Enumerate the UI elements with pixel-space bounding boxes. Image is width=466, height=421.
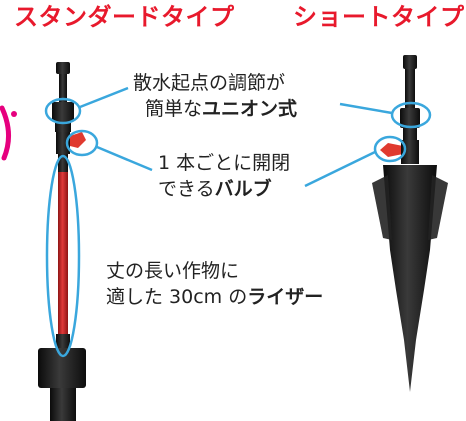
union-callout: 散水起点の調節が 簡単なユニオン式 [133, 70, 297, 122]
base-tee [38, 348, 86, 388]
riser-callout-line2: 適した 30cm の [106, 286, 248, 308]
valve-body [56, 132, 70, 154]
leader-valve-right [304, 150, 376, 188]
standard-sprinkler [38, 62, 86, 421]
ground-stake [383, 165, 437, 392]
leader-union-right [339, 102, 393, 115]
union-callout-line1: 散水起点の調節が [133, 72, 286, 94]
sprinkler-stem [59, 74, 67, 104]
valve-callout-emphasis: バルブ [214, 178, 272, 200]
valve-callout: 1 本ごとに開閉 できるバルブ [158, 150, 290, 202]
standard-type-heading: スタンダードタイプ [14, 3, 235, 31]
pink-arc-icon [0, 105, 17, 161]
riser-callout-line1: 丈の長い作物に [106, 260, 240, 282]
union-highlight-left [44, 97, 82, 125]
riser-tube [58, 172, 68, 334]
union-callout-emphasis: ユニオン式 [202, 98, 298, 120]
union-joint [52, 102, 74, 122]
short-type-heading: ショートタイプ [293, 3, 465, 31]
union-joint [400, 108, 420, 128]
valve-highlight-left [65, 129, 99, 157]
short-sprinkler [372, 55, 448, 392]
union-highlight-right [390, 101, 432, 129]
valve-callout-line1: 1 本ごとに開閉 [158, 152, 291, 174]
valve-callout-line2: できる [158, 178, 215, 200]
valve-handle [70, 132, 86, 148]
union-callout-line2: 簡単な [145, 98, 203, 120]
leader-union-left [79, 86, 129, 109]
riser-callout: 丈の長い作物に 適した 30cm のライザー [106, 258, 323, 310]
valve-highlight-right [373, 135, 407, 163]
leader-valve-left [96, 145, 153, 172]
riser-highlight [45, 154, 81, 358]
sprinkler-cap [56, 62, 70, 74]
riser-callout-emphasis: ライザー [247, 286, 324, 308]
valve-handle [380, 143, 403, 157]
